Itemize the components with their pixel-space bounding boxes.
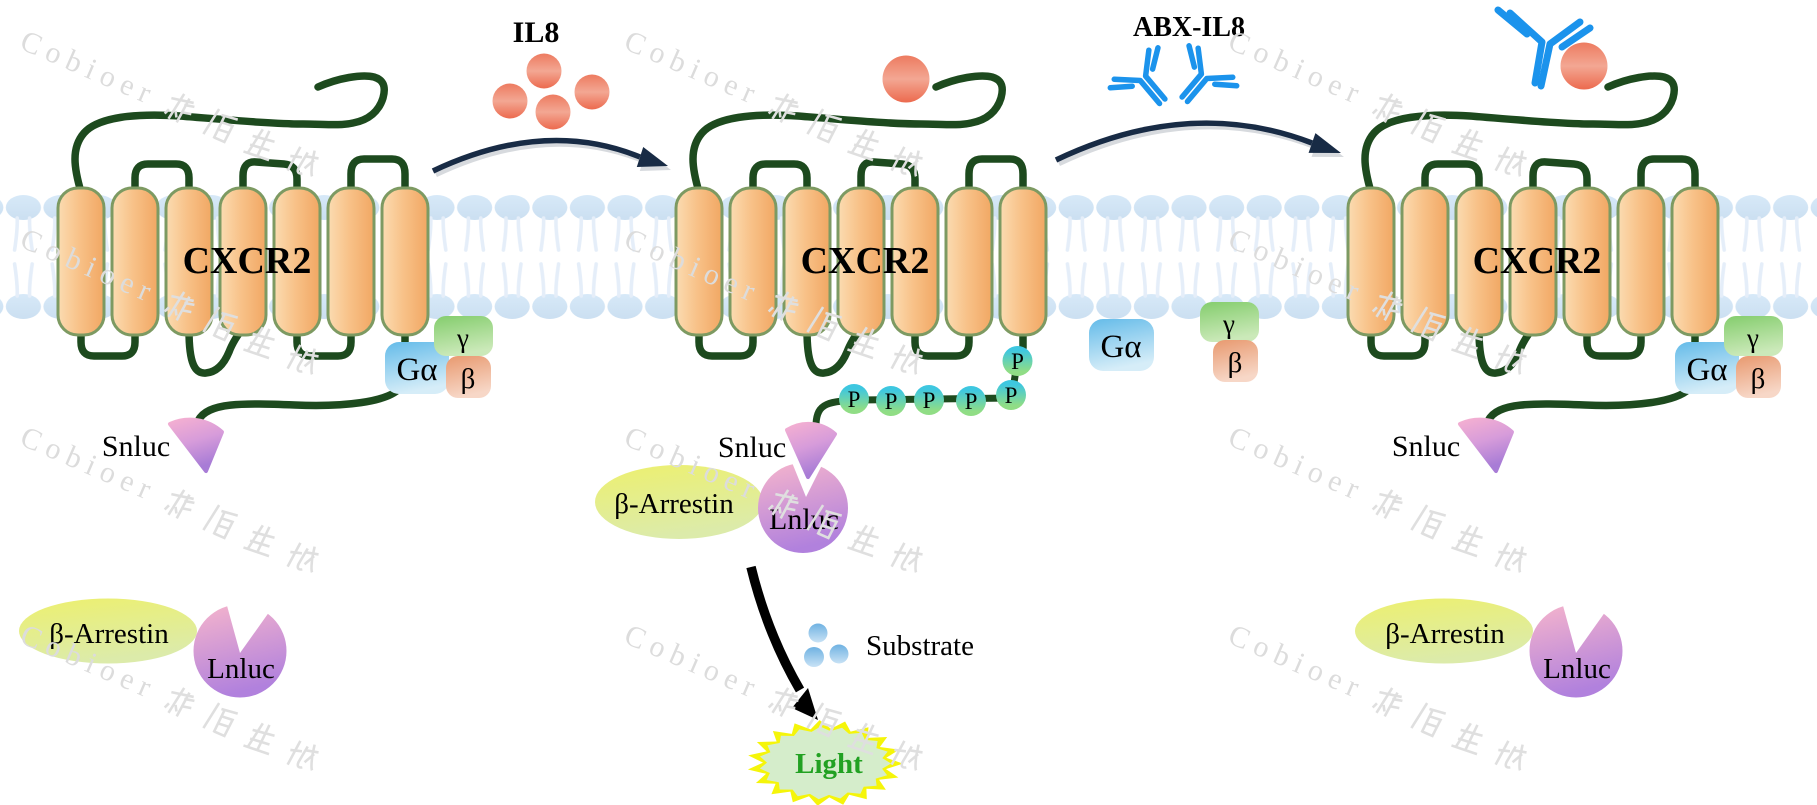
svg-text:β: β (1228, 347, 1243, 379)
svg-text:γ: γ (1222, 309, 1235, 339)
svg-text:β-Arrestin: β-Arrestin (614, 488, 734, 520)
svg-text:Snluc: Snluc (718, 431, 786, 464)
svg-text:Light: Light (795, 748, 863, 780)
svg-text:IL8: IL8 (513, 16, 560, 49)
svg-text:Substrate: Substrate (866, 630, 974, 662)
svg-text:ABX-IL8: ABX-IL8 (1133, 12, 1245, 43)
svg-text:Gα: Gα (1100, 329, 1141, 365)
